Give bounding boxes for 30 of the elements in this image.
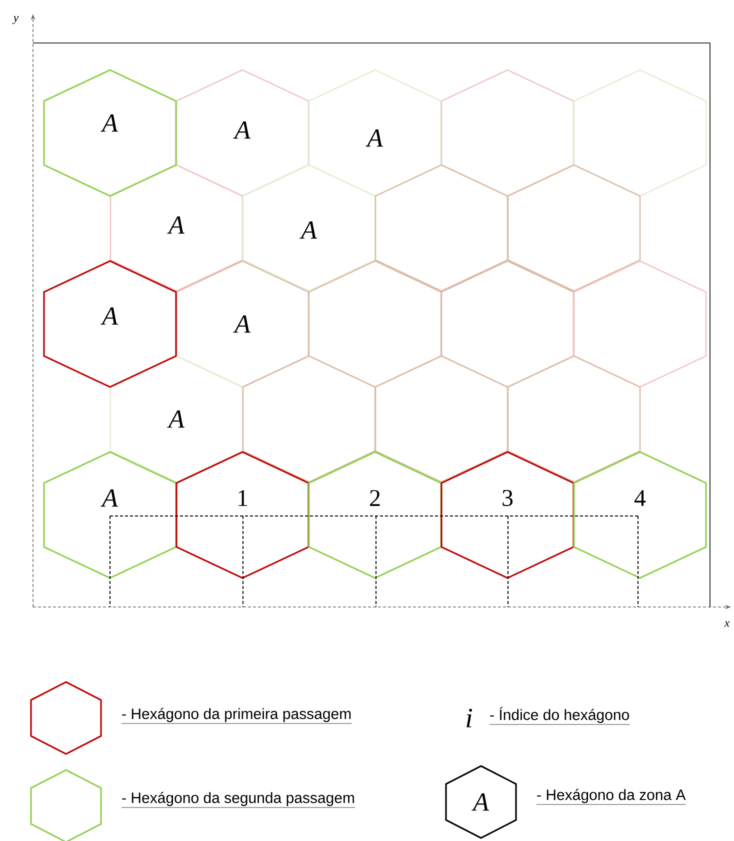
hexagon xyxy=(308,260,442,388)
hexagon xyxy=(507,164,641,292)
hexagon: A xyxy=(308,69,442,197)
hexagon xyxy=(573,260,707,388)
legend-text: - Índice do hexágono xyxy=(489,706,630,725)
hexagon xyxy=(374,355,508,483)
hexagon: A xyxy=(176,260,310,388)
hexagon: A xyxy=(43,69,177,197)
hexagon: 4 xyxy=(573,451,707,579)
index-symbol: i xyxy=(466,708,472,728)
hexagon: A xyxy=(242,164,376,292)
hexagon: 2 xyxy=(308,451,442,579)
hexagon xyxy=(242,355,376,483)
hexagon: A xyxy=(110,164,244,292)
hexagon xyxy=(374,164,508,292)
axis-label: y xyxy=(12,16,19,24)
legend-text: - Hexágono da primeira passagem xyxy=(121,708,352,724)
legend-text: - Hexágono da zona A xyxy=(536,788,686,805)
hexagon xyxy=(507,355,641,483)
hexagon: A xyxy=(43,451,177,579)
hexagon: A xyxy=(110,355,244,483)
axis-label: x xyxy=(724,621,730,627)
hexagon: 1 xyxy=(176,451,310,579)
legend-text: - Hexágono da segunda passagem xyxy=(121,792,356,808)
hexagon xyxy=(440,260,574,388)
hexagon xyxy=(440,69,574,197)
hexagon xyxy=(573,69,707,197)
hexagon: 3 xyxy=(440,451,574,579)
hexagon: A xyxy=(43,260,177,388)
hexagon: A xyxy=(176,69,310,197)
